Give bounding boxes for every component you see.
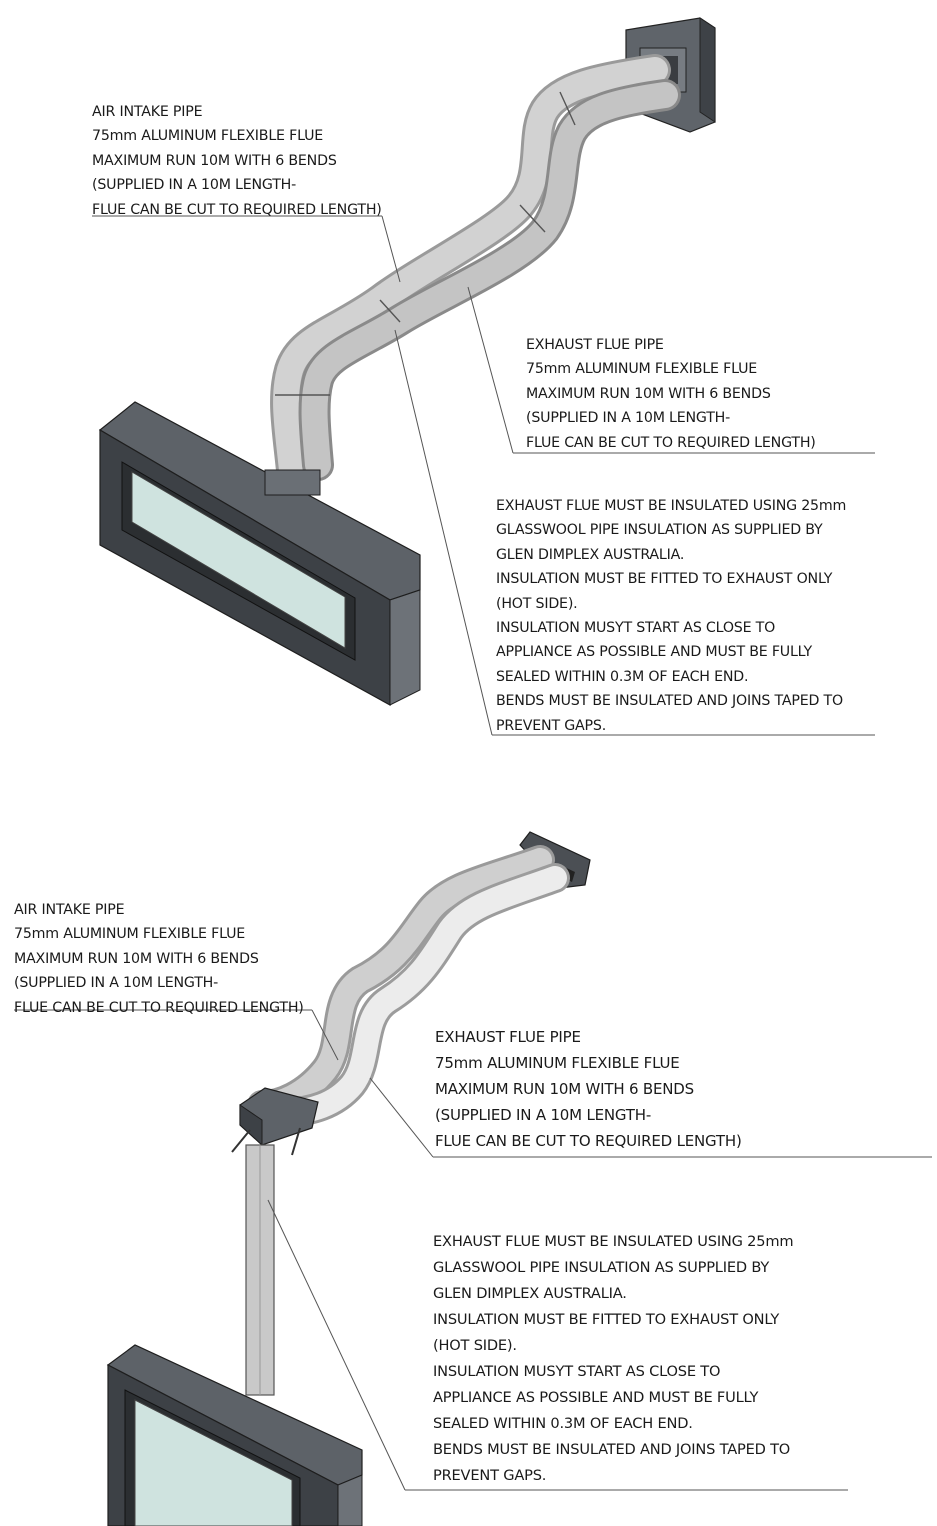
- note-line: GLASSWOOL PIPE INSULATION AS SUPPLIED BY: [496, 522, 823, 539]
- fireplace-glass: [134, 1399, 293, 1526]
- note-line: GLEN DIMPLEX AUSTRALIA.: [496, 546, 685, 563]
- fireplace-flue-illustration-top: [92, 17, 875, 736]
- fireplace-appliance: [106, 1344, 363, 1526]
- note-line: APPLIANCE AS POSSIBLE AND MUST BE FULLY: [496, 644, 812, 661]
- callout-line: FLUE CAN BE CUT TO REQUIRED LENGTH): [92, 201, 382, 218]
- note-line: INSULATION MUST BE FITTED TO EXHAUST ONL…: [433, 1311, 780, 1328]
- callout-line: 75mm ALUMINUM FLEXIBLE FLUE: [92, 128, 324, 145]
- note-line: (HOT SIDE).: [433, 1337, 517, 1354]
- callout-line: EXHAUST FLUE PIPE: [435, 1028, 581, 1046]
- callout-line: AIR INTAKE PIPE: [92, 104, 203, 120]
- callout-line: FLUE CAN BE CUT TO REQUIRED LENGTH): [435, 1132, 742, 1150]
- callout-line: (SUPPLIED IN A 10M LENGTH-: [435, 1106, 652, 1124]
- note-line: BENDS MUST BE INSULATED AND JOINS TAPED …: [433, 1441, 791, 1458]
- note-line: INSULATION MUST BE FITTED TO EXHAUST ONL…: [496, 571, 833, 588]
- note-line: EXHAUST FLUE MUST BE INSULATED USING 25m…: [496, 498, 847, 514]
- note-line: (HOT SIDE).: [496, 595, 578, 612]
- callout-line: FLUE CAN BE CUT TO REQUIRED LENGTH): [14, 999, 304, 1016]
- callout-line: EXHAUST FLUE PIPE: [526, 337, 664, 353]
- callout-line: FLUE CAN BE CUT TO REQUIRED LENGTH): [526, 434, 816, 451]
- flue-junction-box: [231, 1087, 319, 1156]
- fireplace-appliance: [98, 401, 421, 707]
- air-intake-callout-bottom: AIR INTAKE PIPE 75mm ALUMINUM FLEXIBLE F…: [14, 898, 304, 1020]
- callout-line: (SUPPLIED IN A 10M LENGTH-: [526, 410, 731, 427]
- note-line: GLASSWOOL PIPE INSULATION AS SUPPLIED BY: [433, 1259, 770, 1276]
- fireplace-flue-illustration-bottom: [14, 831, 932, 1526]
- note-line: SEALED WITHIN 0.3M OF EACH END.: [496, 668, 749, 685]
- diagram-panel-top: AIR INTAKE PIPE 75mm ALUMINUM FLEXIBLE F…: [0, 0, 937, 760]
- callout-line: MAXIMUM RUN 10M WITH 6 BENDS: [92, 152, 337, 169]
- note-line: SEALED WITHIN 0.3M OF EACH END.: [433, 1415, 693, 1432]
- exhaust-callout-top: EXHAUST FLUE PIPE 75mm ALUMINUM FLEXIBLE…: [526, 333, 816, 455]
- callout-line: MAXIMUM RUN 10M WITH 6 BENDS: [526, 385, 771, 402]
- note-line: PREVENT GAPS.: [496, 717, 607, 734]
- callout-line: MAXIMUM RUN 10M WITH 6 BENDS: [14, 950, 259, 967]
- leader-lines: [14, 1009, 932, 1491]
- callout-line: 75mm ALUMINUM FLEXIBLE FLUE: [14, 926, 246, 943]
- exhaust-callout-bottom: EXHAUST FLUE PIPE 75mm ALUMINUM FLEXIBLE…: [435, 1024, 742, 1154]
- callout-line: AIR INTAKE PIPE: [14, 902, 125, 918]
- callout-line: (SUPPLIED IN A 10M LENGTH-: [14, 975, 219, 992]
- note-line: EXHAUST FLUE MUST BE INSULATED USING 25m…: [433, 1233, 794, 1250]
- diagram-panel-bottom: AIR INTAKE PIPE 75mm ALUMINUM FLEXIBLE F…: [0, 760, 937, 1526]
- insulation-note-top: EXHAUST FLUE MUST BE INSULATED USING 25m…: [496, 494, 846, 738]
- note-line: GLEN DIMPLEX AUSTRALIA.: [433, 1285, 627, 1302]
- note-line: INSULATION MUSYT START AS CLOSE TO: [496, 620, 776, 637]
- note-line: INSULATION MUSYT START AS CLOSE TO: [433, 1363, 721, 1380]
- leader-lines: [92, 215, 875, 736]
- callout-line: (SUPPLIED IN A 10M LENGTH-: [92, 177, 297, 194]
- note-line: PREVENT GAPS.: [433, 1467, 547, 1484]
- air-intake-callout-top: AIR INTAKE PIPE 75mm ALUMINUM FLEXIBLE F…: [92, 100, 382, 222]
- fireplace-glass: [131, 471, 346, 649]
- callout-line: 75mm ALUMINUM FLEXIBLE FLUE: [526, 361, 758, 378]
- callout-line: 75mm ALUMINUM FLEXIBLE FLUE: [435, 1054, 680, 1072]
- insulation-note-bottom: EXHAUST FLUE MUST BE INSULATED USING 25m…: [433, 1229, 794, 1489]
- note-line: APPLIANCE AS POSSIBLE AND MUST BE FULLY: [433, 1389, 759, 1406]
- note-line: BENDS MUST BE INSULATED AND JOINS TAPED …: [496, 693, 843, 710]
- callout-line: MAXIMUM RUN 10M WITH 6 BENDS: [435, 1080, 694, 1098]
